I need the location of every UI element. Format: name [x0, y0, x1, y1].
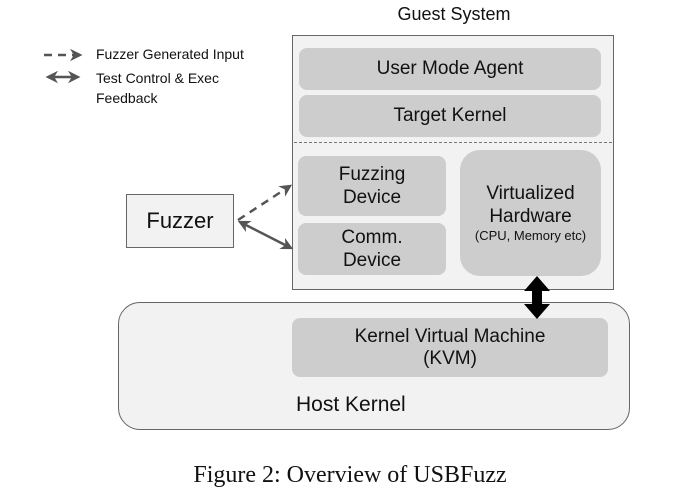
legend-dashed-label: Fuzzer Generated Input [96, 46, 244, 62]
kvm-label-2: (KVM) [423, 347, 477, 369]
virtualized-hardware-label-1: Virtualized [486, 183, 575, 204]
comm-device-label-1: Comm. [341, 227, 403, 248]
virtualized-hardware-box: Virtualized Hardware (CPU, Memory etc) [460, 150, 601, 276]
fuzzing-device-label-2: Device [342, 187, 402, 208]
fuzzing-device-box: Fuzzing Device [298, 156, 446, 216]
comm-device-label-2: Device [342, 250, 402, 271]
kvm-label-1: Kernel Virtual Machine [354, 325, 546, 347]
legend-double-label-1: Test Control & Exec [96, 70, 219, 86]
comm-device-box: Comm. Device [298, 223, 446, 275]
fuzzer-input-dashed-arrow [237, 184, 293, 222]
kvm-hardware-double-arrow [524, 276, 550, 319]
fuzzing-device-label-1: Fuzzing [338, 164, 406, 185]
figure-caption: Figure 2: Overview of USBFuzz [193, 462, 507, 488]
fuzzer-box: Fuzzer [126, 194, 234, 248]
virtualized-hardware-note: (CPU, Memory etc) [474, 228, 587, 243]
host-kernel-label: Host Kernel [296, 393, 406, 416]
user-mode-agent-box: User Mode Agent [299, 48, 601, 90]
user-mode-agent-label: User Mode Agent [376, 58, 524, 79]
fuzzer-label: Fuzzer [146, 208, 214, 233]
fuzzer-control-double-arrow [237, 220, 294, 250]
target-kernel-label: Target Kernel [393, 105, 507, 126]
kvm-box: Kernel Virtual Machine (KVM) [292, 318, 608, 377]
virtualized-hardware-label-2: Hardware [489, 206, 572, 227]
legend-double-label: Test Control & Exec Feedback [96, 68, 219, 108]
guest-system-title: Guest System [397, 4, 511, 24]
guest-divider [294, 142, 612, 143]
legend-double-label-2: Feedback [96, 90, 158, 106]
target-kernel-box: Target Kernel [299, 95, 601, 137]
